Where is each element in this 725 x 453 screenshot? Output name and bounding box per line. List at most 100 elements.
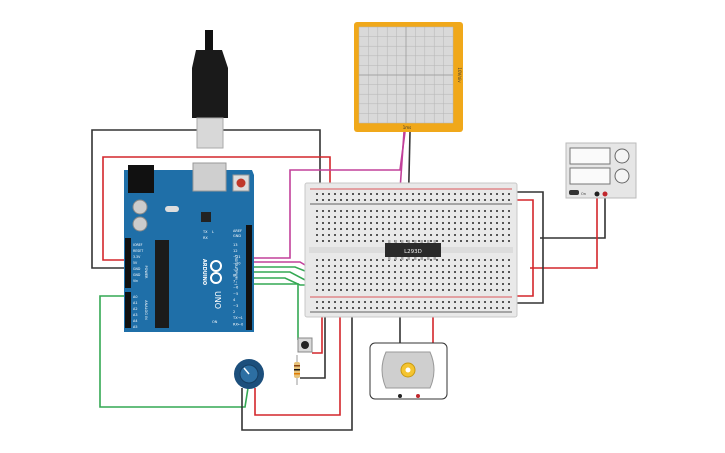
- breadboard-hole[interactable]: [448, 216, 450, 218]
- breadboard-hole[interactable]: [460, 307, 462, 309]
- breadboard-hole[interactable]: [352, 283, 354, 285]
- breadboard-hole[interactable]: [490, 289, 492, 291]
- breadboard-hole[interactable]: [502, 283, 504, 285]
- breadboard-hole[interactable]: [316, 307, 318, 309]
- breadboard-hole[interactable]: [418, 259, 420, 261]
- breadboard-hole[interactable]: [412, 277, 414, 279]
- breadboard-hole[interactable]: [364, 222, 366, 224]
- breadboard-hole[interactable]: [484, 216, 486, 218]
- breadboard-hole[interactable]: [466, 271, 468, 273]
- breadboard-hole[interactable]: [376, 234, 378, 236]
- breadboard-hole[interactable]: [388, 222, 390, 224]
- breadboard-hole[interactable]: [340, 283, 342, 285]
- breadboard-hole[interactable]: [364, 234, 366, 236]
- breadboard-hole[interactable]: [502, 210, 504, 212]
- breadboard-hole[interactable]: [490, 271, 492, 273]
- breadboard-hole[interactable]: [448, 307, 450, 309]
- breadboard-hole[interactable]: [340, 193, 342, 195]
- breadboard-hole[interactable]: [412, 289, 414, 291]
- breadboard-hole[interactable]: [472, 228, 474, 230]
- breadboard-hole[interactable]: [322, 210, 324, 212]
- breadboard-hole[interactable]: [448, 301, 450, 303]
- breadboard-hole[interactable]: [424, 271, 426, 273]
- breadboard-hole[interactable]: [454, 259, 456, 261]
- breadboard-hole[interactable]: [394, 289, 396, 291]
- breadboard-hole[interactable]: [334, 265, 336, 267]
- breadboard-hole[interactable]: [322, 222, 324, 224]
- breadboard-hole[interactable]: [490, 283, 492, 285]
- breadboard-hole[interactable]: [388, 228, 390, 230]
- breadboard-hole[interactable]: [484, 222, 486, 224]
- breadboard-hole[interactable]: [460, 240, 462, 242]
- breadboard-hole[interactable]: [364, 210, 366, 212]
- breadboard-hole[interactable]: [490, 199, 492, 201]
- breadboard-hole[interactable]: [484, 210, 486, 212]
- wire-black-pot[interactable]: [241, 308, 353, 431]
- breadboard-hole[interactable]: [442, 210, 444, 212]
- breadboard-hole[interactable]: [430, 228, 432, 230]
- breadboard-hole[interactable]: [370, 234, 372, 236]
- breadboard-hole[interactable]: [412, 228, 414, 230]
- breadboard-hole[interactable]: [406, 289, 408, 291]
- breadboard-hole[interactable]: [400, 228, 402, 230]
- breadboard-hole[interactable]: [460, 222, 462, 224]
- breadboard-hole[interactable]: [490, 234, 492, 236]
- breadboard-hole[interactable]: [472, 216, 474, 218]
- breadboard-hole[interactable]: [382, 301, 384, 303]
- breadboard-hole[interactable]: [442, 289, 444, 291]
- breadboard-hole[interactable]: [322, 307, 324, 309]
- breadboard-hole[interactable]: [508, 289, 510, 291]
- breadboard-hole[interactable]: [430, 283, 432, 285]
- breadboard-hole[interactable]: [352, 216, 354, 218]
- breadboard-hole[interactable]: [478, 259, 480, 261]
- breadboard-hole[interactable]: [478, 277, 480, 279]
- breadboard-hole[interactable]: [436, 307, 438, 309]
- breadboard-hole[interactable]: [352, 301, 354, 303]
- breadboard-hole[interactable]: [406, 199, 408, 201]
- breadboard-hole[interactable]: [322, 199, 324, 201]
- breadboard-hole[interactable]: [478, 234, 480, 236]
- breadboard-hole[interactable]: [496, 240, 498, 242]
- breadboard-hole[interactable]: [454, 222, 456, 224]
- breadboard-hole[interactable]: [370, 259, 372, 261]
- breadboard-hole[interactable]: [466, 228, 468, 230]
- breadboard-hole[interactable]: [364, 199, 366, 201]
- breadboard-hole[interactable]: [376, 283, 378, 285]
- breadboard-hole[interactable]: [364, 307, 366, 309]
- breadboard-hole[interactable]: [352, 240, 354, 242]
- breadboard-hole[interactable]: [316, 271, 318, 273]
- breadboard-hole[interactable]: [340, 259, 342, 261]
- breadboard-hole[interactable]: [328, 301, 330, 303]
- breadboard-hole[interactable]: [502, 265, 504, 267]
- breadboard-hole[interactable]: [376, 210, 378, 212]
- breadboard-hole[interactable]: [454, 240, 456, 242]
- breadboard-hole[interactable]: [412, 240, 414, 242]
- psu-knob-current[interactable]: [614, 168, 630, 184]
- breadboard-hole[interactable]: [400, 301, 402, 303]
- breadboard-hole[interactable]: [382, 199, 384, 201]
- breadboard-hole[interactable]: [322, 271, 324, 273]
- breadboard-hole[interactable]: [430, 277, 432, 279]
- breadboard-hole[interactable]: [352, 277, 354, 279]
- breadboard-hole[interactable]: [484, 193, 486, 195]
- breadboard-hole[interactable]: [472, 277, 474, 279]
- breadboard-hole[interactable]: [352, 193, 354, 195]
- breadboard-hole[interactable]: [508, 265, 510, 267]
- breadboard-hole[interactable]: [388, 210, 390, 212]
- breadboard-hole[interactable]: [502, 228, 504, 230]
- breadboard-hole[interactable]: [496, 216, 498, 218]
- breadboard-hole[interactable]: [460, 216, 462, 218]
- breadboard-hole[interactable]: [448, 240, 450, 242]
- breadboard-hole[interactable]: [436, 301, 438, 303]
- breadboard-hole[interactable]: [382, 228, 384, 230]
- breadboard-hole[interactable]: [502, 216, 504, 218]
- wire-black-gnd-top[interactable]: [91, 129, 321, 269]
- breadboard-hole[interactable]: [490, 265, 492, 267]
- breadboard-hole[interactable]: [496, 228, 498, 230]
- breadboard-hole[interactable]: [394, 271, 396, 273]
- breadboard-hole[interactable]: [466, 210, 468, 212]
- breadboard-hole[interactable]: [472, 234, 474, 236]
- breadboard-hole[interactable]: [496, 193, 498, 195]
- breadboard-hole[interactable]: [460, 289, 462, 291]
- breadboard-hole[interactable]: [466, 277, 468, 279]
